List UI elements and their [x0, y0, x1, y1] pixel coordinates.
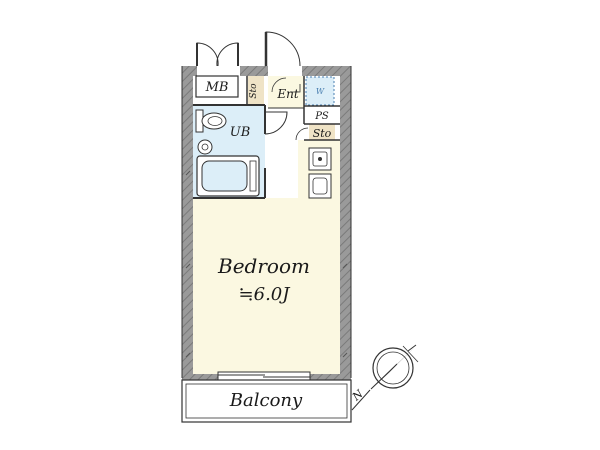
- storage-top-floor: [248, 76, 264, 106]
- entrance-door: [265, 31, 301, 67]
- wall-top-right: [302, 66, 351, 76]
- mb-label: MB: [205, 80, 229, 95]
- washer-area: [305, 76, 335, 106]
- entrance-label: Ent: [276, 87, 298, 101]
- unit-bath-label: UB: [230, 125, 251, 140]
- mb-door-right: [216, 42, 239, 67]
- washer-label: W: [316, 87, 325, 96]
- toilet-icon: [195, 109, 227, 133]
- mb-door-left: [196, 42, 219, 67]
- storage-right-floor: [309, 124, 335, 140]
- balcony-window: [217, 371, 311, 381]
- kitchen-sink-icon: [308, 147, 332, 171]
- bathtub-icon: [196, 155, 260, 197]
- storage-top-label: Sto: [249, 83, 259, 99]
- wall-top-mid: [240, 66, 268, 76]
- balcony-label: Balcony: [229, 390, 303, 411]
- sink-icon: [197, 139, 213, 155]
- wall-top-left: [182, 66, 197, 76]
- pipe-space-label: PS: [314, 111, 329, 122]
- storage-right-label: Sto: [313, 127, 332, 140]
- bedroom-label: Bedroom: [217, 254, 310, 278]
- wall-bottom-right: [310, 374, 351, 380]
- bath-door: [264, 111, 288, 135]
- compass-icon: [351, 344, 419, 411]
- wall-bottom-left: [182, 374, 218, 380]
- wall-left: [182, 66, 193, 378]
- bedroom-floor: [193, 198, 340, 374]
- bedroom-area-label: ≒6.0J: [239, 284, 292, 305]
- stove-icon: [308, 173, 332, 199]
- wall-right: [340, 66, 351, 378]
- compass-north-label: N: [349, 387, 366, 404]
- meter-box: [195, 75, 239, 98]
